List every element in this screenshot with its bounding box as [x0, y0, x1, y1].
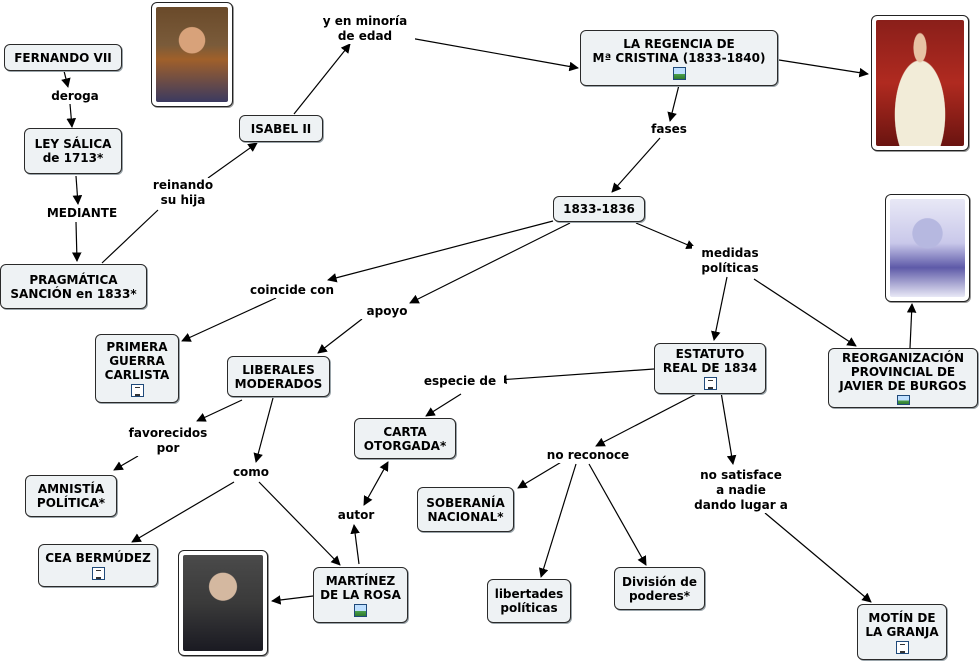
node-label: ESTATUTO REAL DE 1834 [663, 347, 757, 375]
node-label: LIBERALES MODERADOS [235, 363, 323, 391]
link-label-medidas: medidas políticas [692, 246, 768, 276]
image-resource-icon[interactable] [354, 604, 367, 617]
document-resource-icon[interactable] [896, 641, 909, 654]
node-label: LA REGENCIA DE Mª CRISTINA (1833-1840) [593, 37, 766, 65]
link-label-autor: autor [330, 508, 382, 523]
node-division-poderes[interactable]: División de poderes* [614, 567, 705, 610]
node-label: LEY SÁLICA de 1713* [35, 137, 112, 165]
node-label: CEA BERMÚDEZ [45, 551, 151, 565]
node-ley-salica[interactable]: LEY SÁLICA de 1713* [24, 128, 122, 174]
document-resource-icon[interactable] [92, 567, 105, 580]
node-label: División de poderes* [622, 575, 697, 603]
node-label: SOBERANÍA NACIONAL* [426, 496, 505, 524]
node-fernando-vii[interactable]: FERNANDO VII [4, 44, 122, 71]
node-primera-guerra-carlista[interactable]: PRIMERA GUERRA CARLISTA [95, 334, 179, 403]
node-label: AMNISTÍA POLÍTICA* [37, 482, 105, 510]
node-motin-de-la-granja[interactable]: MOTÍN DE LA GRANJA [857, 604, 947, 660]
portrait-fernando-vii[interactable] [151, 2, 233, 107]
link-label-no-reconoce: no reconoce [538, 448, 638, 463]
link-label-especie: especie de [416, 374, 504, 389]
link-label-deroga: deroga [46, 89, 104, 104]
node-regencia-maria-cristina[interactable]: LA REGENCIA DE Mª CRISTINA (1833-1840) [580, 30, 778, 86]
node-label: libertades políticas [495, 587, 564, 615]
node-label: 1833-1836 [563, 202, 635, 216]
portrait-javier-de-burgos[interactable] [885, 194, 970, 302]
link-label-favorecidos: favorecidos por [120, 426, 216, 456]
node-amnistia-politica[interactable]: AMNISTÍA POLÍTICA* [25, 475, 117, 517]
image-resource-icon[interactable] [897, 395, 910, 405]
node-label: MOTÍN DE LA GRANJA [865, 611, 938, 639]
node-soberania-nacional[interactable]: SOBERANÍA NACIONAL* [417, 487, 514, 532]
link-label-fases: fases [643, 122, 695, 137]
node-pragmatica-sancion[interactable]: PRAGMÁTICA SANCIÓN en 1833* [0, 264, 147, 309]
node-liberales-moderados[interactable]: LIBERALES MODERADOS [227, 356, 330, 397]
link-label-no-satisface: no satisface a nadie dando lugar a [683, 468, 799, 513]
node-cea-bermudez[interactable]: CEA BERMÚDEZ [38, 544, 158, 587]
node-reorganizacion-provincial[interactable]: REORGANIZACIÓN PROVINCIAL DE JAVIER DE B… [828, 348, 978, 408]
link-label-minoria: y en minoría de edad [315, 14, 415, 44]
image-resource-icon[interactable] [673, 67, 686, 80]
link-label-apoyo: apoyo [358, 304, 416, 319]
link-label-reinando: reinando su hija [143, 178, 223, 208]
node-label: PRAGMÁTICA SANCIÓN en 1833* [10, 273, 136, 301]
node-label: PRIMERA GUERRA CARLISTA [105, 340, 170, 382]
node-estatuto-real-1834[interactable]: ESTATUTO REAL DE 1834 [654, 343, 766, 394]
node-1833-1836[interactable]: 1833-1836 [553, 196, 645, 222]
node-libertades-politicas[interactable]: libertades políticas [487, 579, 571, 623]
link-label-mediante: MEDIANTE [40, 206, 124, 221]
node-label: ISABEL II [251, 122, 312, 136]
link-label-coincide: coincide con [243, 283, 341, 298]
node-label: REORGANIZACIÓN PROVINCIAL DE JAVIER DE B… [839, 351, 966, 393]
node-isabel-ii[interactable]: ISABEL II [239, 115, 323, 142]
document-resource-icon[interactable] [131, 384, 144, 397]
node-label: CARTA OTORGADA* [364, 425, 447, 453]
link-label-como: como [226, 465, 276, 480]
portrait-maria-cristina[interactable] [871, 15, 969, 151]
node-label: MARTÍNEZ DE LA ROSA [320, 574, 401, 602]
portrait-martinez-de-la-rosa[interactable] [178, 550, 268, 656]
document-resource-icon[interactable] [704, 377, 717, 390]
node-martinez-de-la-rosa[interactable]: MARTÍNEZ DE LA ROSA [313, 567, 408, 623]
node-label: FERNANDO VII [14, 51, 112, 65]
node-carta-otorgada[interactable]: CARTA OTORGADA* [354, 418, 456, 459]
